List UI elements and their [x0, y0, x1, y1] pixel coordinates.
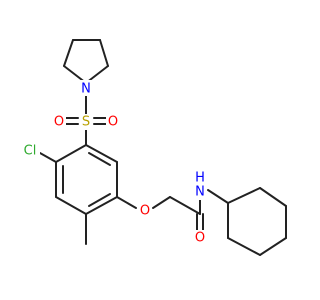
- atom-N-amide: N: [195, 185, 205, 200]
- bond: [63, 39, 74, 67]
- bond: [169, 196, 201, 215]
- bond: [207, 189, 229, 204]
- sulfonyl-double-bonds: [65, 117, 107, 125]
- molecule-structure: N S O O Cl O O H N: [20, 39, 287, 256]
- benzene-ring: [55, 144, 118, 215]
- bond: [259, 237, 287, 256]
- atom-O-carbonyl: O: [195, 231, 205, 246]
- bond: [85, 144, 118, 163]
- bond: [88, 193, 111, 207]
- bond: [88, 152, 111, 166]
- bond: [116, 196, 137, 209]
- bond: [39, 152, 57, 163]
- bond: [227, 187, 261, 204]
- bond: [85, 196, 118, 215]
- atom-H-amide: H: [195, 171, 205, 186]
- atom-O-sulfonyl-left: O: [54, 115, 64, 130]
- atom-labels: N S O O Cl O O H N: [20, 80, 207, 246]
- pyrrolidine-ring: [63, 39, 109, 84]
- atom-S-sulfonyl: S: [82, 115, 90, 130]
- bond: [227, 237, 261, 256]
- bond: [152, 196, 171, 209]
- molecule-canvas: N S O O Cl O O H N: [20, 39, 287, 256]
- atom-Cl: Cl: [24, 144, 37, 159]
- cyclohexane-ring: [227, 187, 287, 256]
- bond: [55, 144, 87, 163]
- bond: [99, 39, 109, 67]
- bond: [55, 196, 87, 215]
- bond: [259, 187, 287, 207]
- atom-N-pyrrolidine: N: [81, 82, 91, 97]
- atom-O-sulfonyl-right: O: [108, 115, 118, 130]
- atom-O-ether: O: [140, 204, 150, 219]
